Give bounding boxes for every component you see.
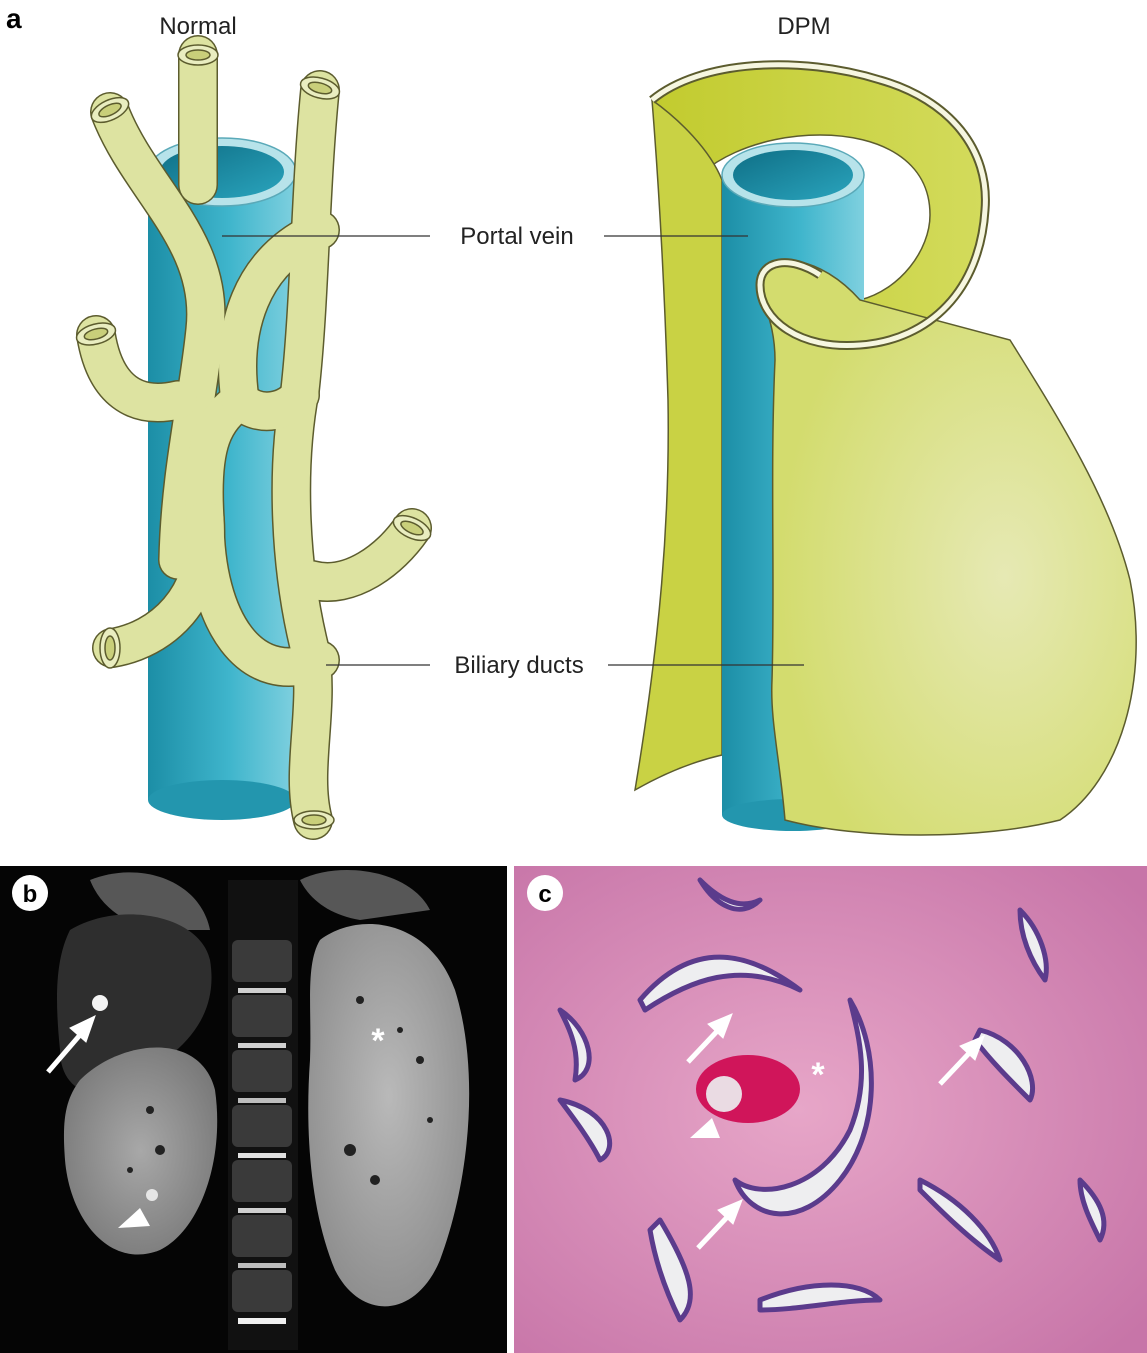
panel-a: a Normal DPM xyxy=(6,3,1136,835)
label-biliary-ducts: Biliary ducts xyxy=(454,652,583,679)
dpm-sheet-front xyxy=(760,261,1136,835)
label-portal-vein: Portal vein xyxy=(460,223,573,250)
asterisk-b: * xyxy=(371,1022,385,1060)
panel-b: b * xyxy=(0,866,507,1353)
panel-letter-a: a xyxy=(6,3,22,34)
panel-letter-b: b xyxy=(23,881,38,908)
panel-c: c * xyxy=(514,866,1147,1353)
spine xyxy=(228,880,298,1350)
dpm-sheet-left xyxy=(635,100,722,790)
panel-letter-c: c xyxy=(538,881,551,908)
dpm-title: DPM xyxy=(777,13,830,40)
asterisk-c: * xyxy=(811,1056,825,1094)
dpm-diagram xyxy=(635,65,1136,835)
